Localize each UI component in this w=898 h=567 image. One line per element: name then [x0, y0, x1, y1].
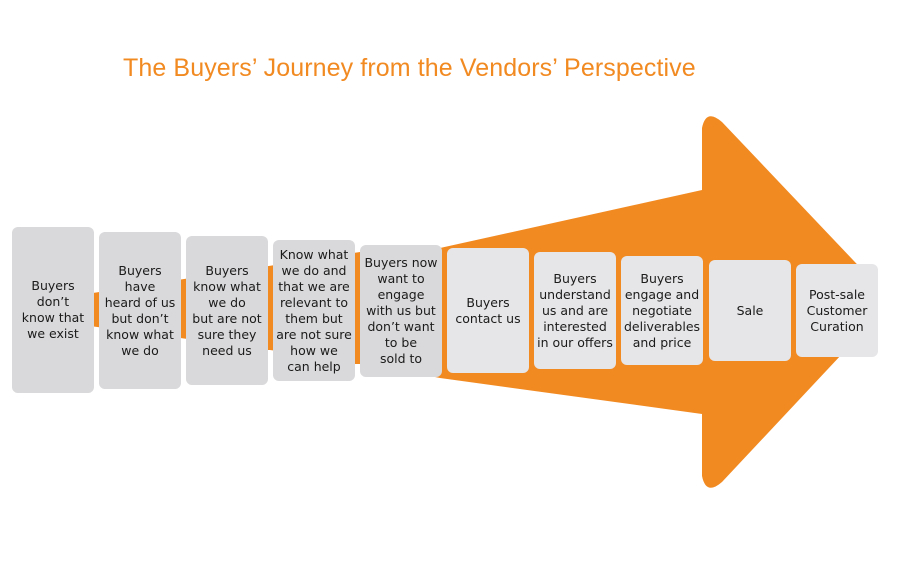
connector-2	[179, 284, 189, 336]
stage-label: Buyers now want to engage with us but do…	[364, 255, 438, 366]
stage-box-9: Sale	[709, 260, 791, 361]
connector-1	[92, 298, 102, 322]
arrow-head	[360, 116, 878, 488]
stage-label: Buyers don’t know that we exist	[21, 278, 85, 341]
connector-4	[353, 256, 363, 364]
stage-label: Post-sale Customer Curation	[806, 286, 868, 334]
stage-label: Buyers have heard of us but don’t know w…	[104, 262, 176, 358]
connector-3	[266, 270, 276, 350]
stage-box-7: Buyers understand us and are interested …	[534, 252, 616, 369]
stage-label: Buyers engage and negotiate deliverables…	[623, 270, 701, 350]
stage-box-2: Buyers have heard of us but don’t know w…	[99, 232, 181, 389]
stage-label: Buyers contact us	[455, 294, 521, 326]
stage-box-6: Buyers contact us	[447, 248, 529, 373]
stage-label: Buyers understand us and are interested …	[537, 270, 613, 350]
stage-label: Know what we do and that we are relevant…	[276, 246, 352, 374]
stage-label: Buyers know what we do but are not sure …	[192, 262, 262, 358]
diagram-title: The Buyers’ Journey from the Vendors’ Pe…	[123, 54, 696, 82]
stage-box-5: Buyers now want to engage with us but do…	[360, 245, 442, 377]
stage-box-4: Know what we do and that we are relevant…	[273, 240, 355, 381]
stage-box-8: Buyers engage and negotiate deliverables…	[621, 256, 703, 365]
stage-box-3: Buyers know what we do but are not sure …	[186, 236, 268, 385]
stage-box-10: Post-sale Customer Curation	[796, 264, 878, 357]
stage-label: Sale	[736, 302, 764, 318]
stage-box-1: Buyers don’t know that we exist	[12, 227, 94, 393]
